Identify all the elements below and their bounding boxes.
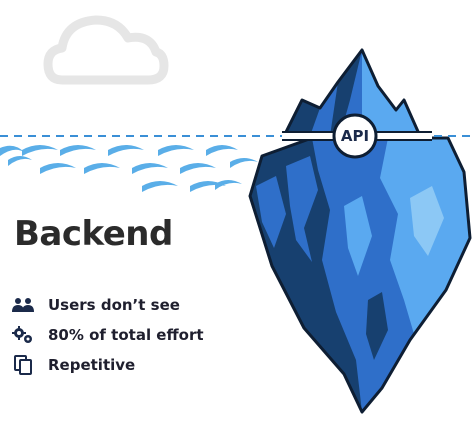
iceberg-underwater: [248, 136, 472, 414]
item-label: Repetitive: [48, 356, 136, 374]
gears-icon: [10, 325, 36, 345]
item-label: 80% of total effort: [48, 326, 204, 344]
users-icon: [10, 295, 36, 315]
api-badge: API: [332, 113, 378, 159]
water-waves: [0, 145, 258, 192]
section-title: Backend: [14, 214, 173, 254]
list-item: Repetitive: [10, 350, 204, 380]
item-label: Users don’t see: [48, 296, 180, 314]
copy-icon: [10, 355, 36, 375]
list-item: Users don’t see: [10, 290, 204, 320]
iceberg-tip: [282, 48, 422, 137]
api-label: API: [341, 127, 369, 145]
cloud-icon: [43, 15, 169, 85]
feature-list: Users don’t see 80% of total effort: [10, 290, 204, 380]
list-item: 80% of total effort: [10, 320, 204, 350]
